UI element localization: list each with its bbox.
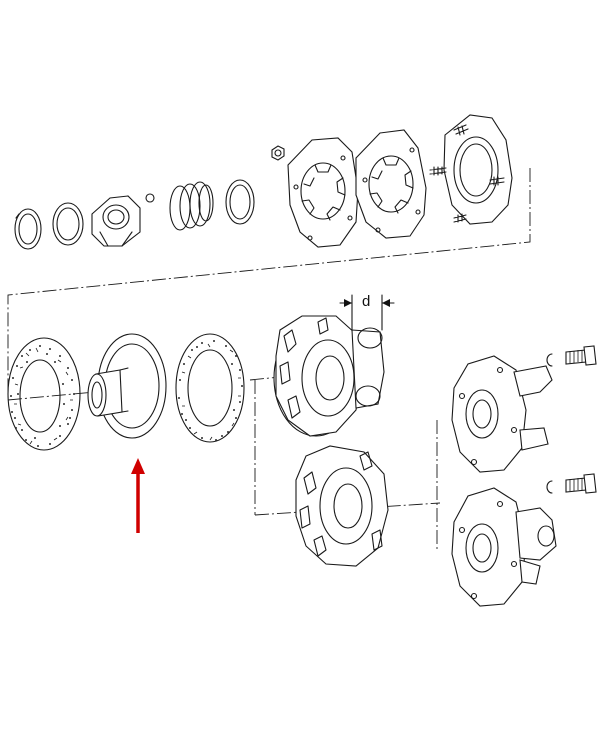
yoke-flange-upper (451, 355, 553, 473)
compression-spring (169, 181, 214, 231)
highlight-arrow (131, 458, 145, 533)
splined-plate-2 (355, 129, 427, 239)
splined-plate-1 (287, 137, 359, 248)
snap-ring-small (14, 208, 42, 250)
assembly-axis-lines (7, 168, 531, 552)
dimension-d: d (339, 293, 395, 331)
circlip-lower (546, 480, 553, 494)
clutch-housing-upper (273, 315, 385, 437)
clutch-housing-lower (295, 445, 389, 567)
ball (145, 193, 155, 203)
bearing-flange (91, 195, 141, 247)
splined-hub (87, 333, 167, 439)
pressure-plate-with-studs (429, 114, 513, 225)
friction-disc-left (7, 337, 81, 451)
ring-washer (52, 202, 84, 246)
ring-seal (225, 179, 255, 225)
dimension-label: d (362, 293, 370, 310)
small-nut (271, 145, 285, 161)
bolt-lower (565, 473, 597, 494)
yoke-flange-lower (451, 487, 557, 607)
bolt-upper (565, 345, 597, 366)
circlip-upper (546, 353, 553, 367)
friction-disc-right (175, 333, 245, 443)
